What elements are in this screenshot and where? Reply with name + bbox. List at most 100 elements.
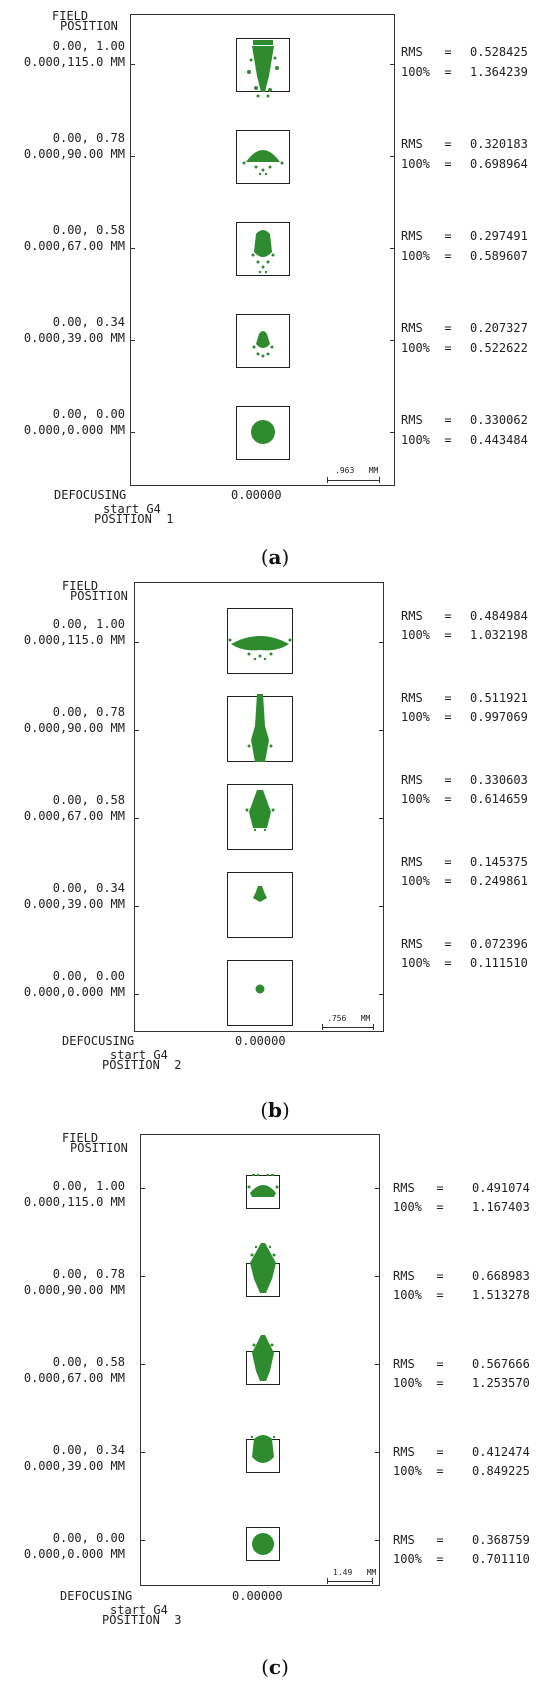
spot-diagram-panel-a: FIELD POSITION 0.00, 1.00 0.000,115.0 MM… <box>0 0 550 540</box>
caption-b: (b) <box>260 1098 290 1122</box>
spot-pattern <box>245 790 275 832</box>
field-coord-1: 0.000,115.0 MM <box>23 633 125 647</box>
rms-label: RMS = <box>401 137 452 151</box>
field-header: FIELD <box>62 579 99 593</box>
field-coord-4: 0.000,39.00 MM <box>23 331 125 345</box>
spot-box <box>227 784 293 850</box>
rms-label: RMS = <box>401 773 452 787</box>
field-label-4: 0.00, 0.34 <box>52 1443 125 1457</box>
lens-name: start G4 <box>110 1048 168 1062</box>
spot-pattern <box>252 331 274 358</box>
field-coord-2: 0.000,90.00 MM <box>23 1283 125 1297</box>
field-coord-5: 0.000,0.000 MM <box>23 1547 125 1561</box>
field-label-2: 0.00, 0.78 <box>52 1267 125 1281</box>
spot-pattern <box>242 150 284 176</box>
rms-value-4: 0.207327 <box>470 321 528 335</box>
rms-label: RMS = <box>393 1533 444 1547</box>
spot-pattern <box>251 230 275 274</box>
spot-box <box>236 222 290 276</box>
rms-value-2: 0.511921 <box>470 691 528 705</box>
rms-label: RMS = <box>393 1181 444 1195</box>
pct100-value-1: 1.032198 <box>470 628 528 642</box>
spot-diagram-panel-c: FIELD POSITION 0.00, 1.00 0.000,115.0 MM… <box>0 1130 550 1670</box>
field-label-5: 0.00, 0.00 <box>52 969 125 983</box>
rms-label: RMS = <box>401 691 452 705</box>
pct100-label: 100% = <box>401 249 452 263</box>
spot-pattern <box>228 636 292 661</box>
spot-box <box>227 960 293 1026</box>
field-label-1: 0.00, 1.00 <box>52 1179 125 1193</box>
pct100-value-2: 0.997069 <box>470 710 528 724</box>
rms-value-4: 0.145375 <box>470 855 528 869</box>
pct100-label: 100% = <box>401 341 452 355</box>
field-label-4: 0.00, 0.34 <box>52 881 125 895</box>
rms-value-2: 0.320183 <box>470 137 528 151</box>
field-label-2: 0.00, 0.78 <box>52 705 125 719</box>
spot-pattern <box>247 694 273 762</box>
pct100-label: 100% = <box>393 1288 444 1302</box>
spot-box <box>236 130 290 184</box>
pct100-label: 100% = <box>393 1376 444 1390</box>
spot-pattern <box>253 886 267 902</box>
spot-pattern <box>247 1173 279 1197</box>
pct100-label: 100% = <box>401 65 452 79</box>
field-coord-3: 0.000,67.00 MM <box>23 809 125 823</box>
field-label-2: 0.00, 0.78 <box>52 131 125 145</box>
pct100-label: 100% = <box>401 792 452 806</box>
position-number: POSITION 1 <box>94 512 174 526</box>
rms-value-3: 0.330603 <box>470 773 528 787</box>
pct100-label: 100% = <box>401 710 452 724</box>
spot-box <box>227 608 293 674</box>
rms-value-4: 0.412474 <box>472 1445 530 1459</box>
rms-label: RMS = <box>401 45 452 59</box>
position-number: POSITION 2 <box>102 1058 182 1072</box>
scale-label: 1.49 MM <box>333 1568 377 1577</box>
pct100-value-3: 1.253570 <box>472 1376 530 1390</box>
rms-value-5: 0.072396 <box>470 937 528 951</box>
field-header: FIELD <box>52 9 89 23</box>
field-label-5: 0.00, 0.00 <box>52 407 125 421</box>
lens-name: start G4 <box>103 502 161 516</box>
field-label-1: 0.00, 1.00 <box>52 39 125 53</box>
rms-value-5: 0.330062 <box>470 413 528 427</box>
pct100-label: 100% = <box>401 157 452 171</box>
field-coord-1: 0.000,115.0 MM <box>23 1195 125 1209</box>
spot-box <box>246 1175 280 1209</box>
pct100-label: 100% = <box>393 1200 444 1214</box>
rms-value-1: 0.484984 <box>470 609 528 623</box>
spot-pattern <box>250 1243 276 1293</box>
pct100-value-4: 0.522622 <box>470 341 528 355</box>
defocusing-label: DEFOCUSING <box>62 1034 135 1048</box>
pct100-value-2: 0.698964 <box>470 157 528 171</box>
pct100-value-1: 1.167403 <box>472 1200 530 1214</box>
rms-label: RMS = <box>401 937 452 951</box>
pct100-value-3: 0.614659 <box>470 792 528 806</box>
rms-label: RMS = <box>393 1445 444 1459</box>
field-label-1: 0.00, 1.00 <box>52 617 125 631</box>
spot-diagram-panel-b: FIELD POSITION 0.00, 1.00 0.000,115.0 MM… <box>0 578 550 1118</box>
pct100-value-4: 0.849225 <box>472 1464 530 1478</box>
caption-c: (c) <box>261 1655 289 1679</box>
pct100-value-2: 1.513278 <box>472 1288 530 1302</box>
rms-value-2: 0.668983 <box>472 1269 530 1283</box>
rms-label: RMS = <box>401 321 452 335</box>
pct100-label: 100% = <box>401 628 452 642</box>
field-coord-4: 0.000,39.00 MM <box>23 897 125 911</box>
pct100-value-1: 1.364239 <box>470 65 528 79</box>
field-coord-5: 0.000,0.000 MM <box>23 423 125 437</box>
field-coord-1: 0.000,115.0 MM <box>23 55 125 69</box>
position-number: POSITION 3 <box>102 1613 182 1627</box>
field-label-5: 0.00, 0.00 <box>52 1531 125 1545</box>
pct100-label: 100% = <box>401 433 452 447</box>
pct100-value-5: 0.701110 <box>472 1552 530 1566</box>
defocus-value: 0.00000 <box>231 488 282 502</box>
defocus-value: 0.00000 <box>232 1589 283 1603</box>
rms-label: RMS = <box>401 413 452 427</box>
spot-pattern <box>252 1335 274 1381</box>
field-label-4: 0.00, 0.34 <box>52 315 125 329</box>
spot-pattern <box>255 984 265 994</box>
pct100-label: 100% = <box>401 874 452 888</box>
caption-a: (a) <box>260 545 290 569</box>
position-header: POSITION <box>70 1141 128 1155</box>
defocusing-label: DEFOCUSING <box>54 488 127 502</box>
